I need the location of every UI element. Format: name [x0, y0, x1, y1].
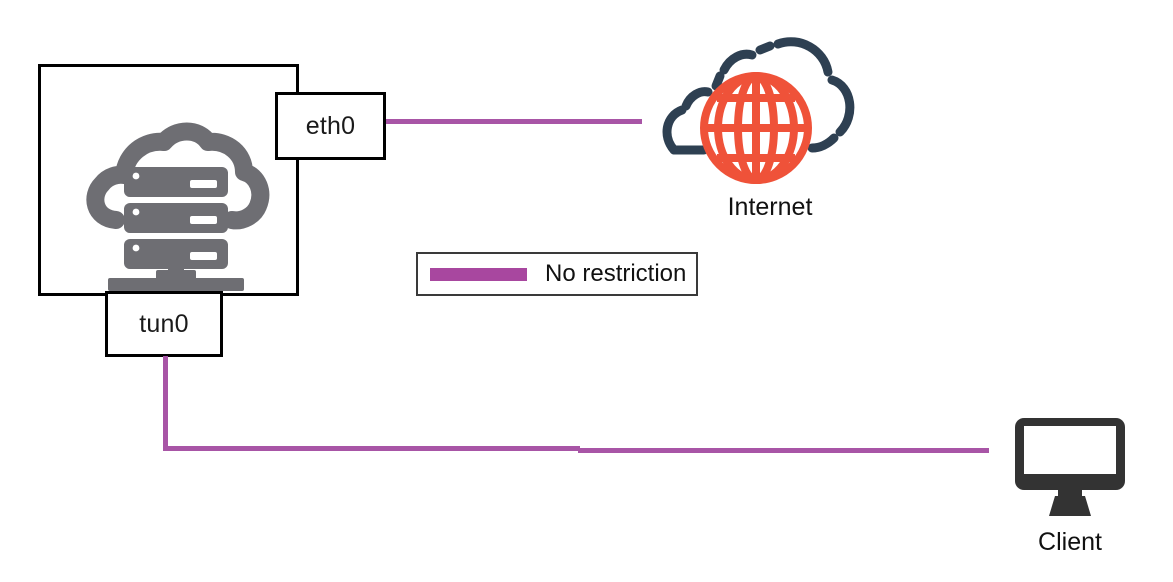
interface-label-eth0: eth0	[305, 111, 356, 140]
desktop-monitor-icon	[1013, 416, 1127, 518]
node-label-internet: Internet	[727, 193, 813, 221]
link-tun0-to-client-vertical	[163, 356, 168, 450]
interface-label-tun0: tun0	[139, 309, 189, 338]
legend-swatch-no-restriction	[430, 267, 527, 281]
link-tun0-to-client-horizontal-left	[163, 446, 580, 451]
legend-label-no-restriction: No restriction	[545, 260, 687, 287]
interface-box-eth0[interactable]: eth0	[275, 92, 386, 160]
link-eth0-to-internet	[386, 119, 642, 124]
link-tun0-to-client-horizontal-right	[578, 448, 989, 453]
legend-box: No restriction	[416, 252, 698, 296]
interface-box-tun0[interactable]: tun0	[105, 291, 223, 357]
cloud-globe-icon	[660, 24, 860, 190]
node-label-client: Client	[1038, 528, 1102, 556]
cloud-server-icon	[86, 112, 270, 291]
